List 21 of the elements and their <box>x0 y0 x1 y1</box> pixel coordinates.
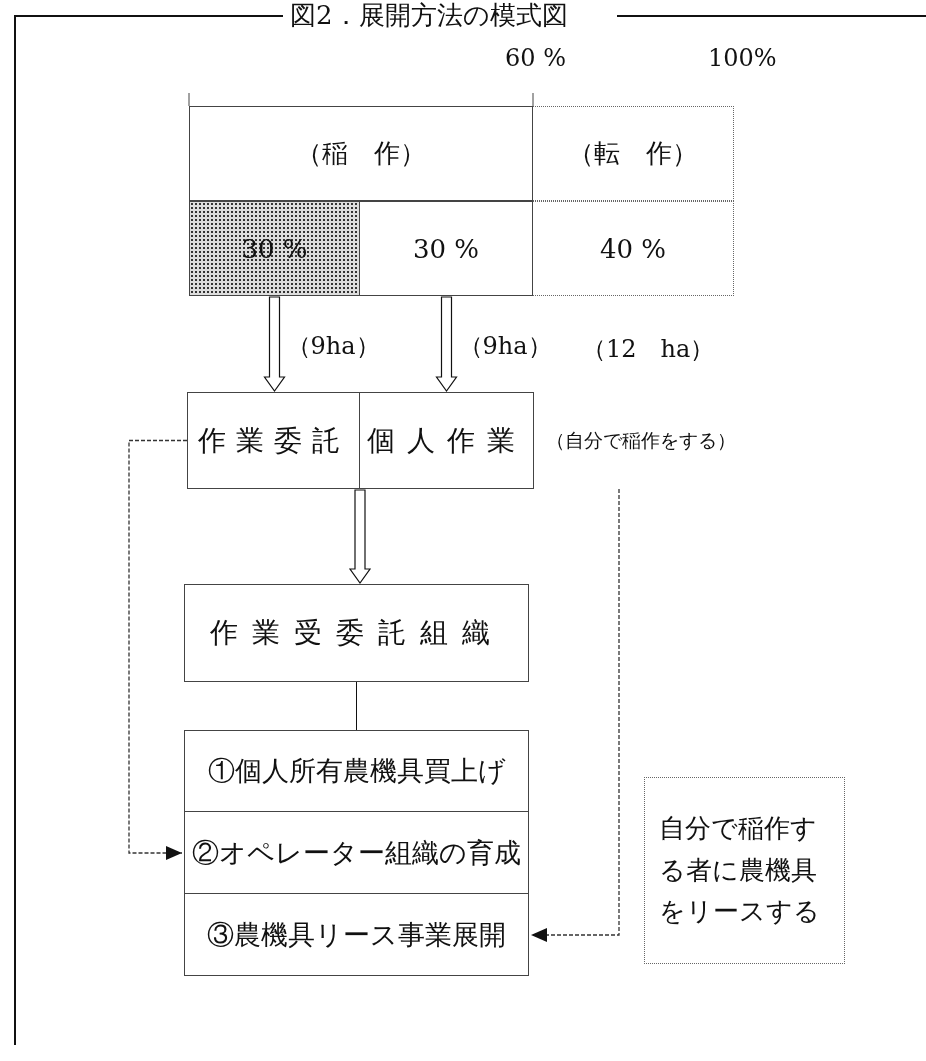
area-label: （12 ha） <box>582 334 715 365</box>
axis-label: 100% <box>708 44 777 72</box>
axis-label: 60 % <box>505 44 566 72</box>
table-cell: （稲 作） <box>189 106 533 201</box>
shaded-cell: 30 % <box>189 201 360 296</box>
side-note: （自分で稲作をする） <box>546 428 736 453</box>
process-box: 作業委託 <box>187 392 360 489</box>
process-box: 作業受委託組織 <box>184 584 529 682</box>
arrow <box>435 296 458 393</box>
arrow <box>530 488 620 942</box>
table-cell: 30 % <box>360 201 533 296</box>
list-row: ①個人所有農機具買上げ <box>184 730 529 812</box>
note-box: 自分で稲作する者に農機具をリースする <box>644 777 845 964</box>
arrow <box>128 439 188 860</box>
arrow <box>348 489 372 585</box>
list-row: ③農機具リース事業展開 <box>184 894 529 976</box>
table-cell: （転 作） <box>533 106 734 201</box>
list-row: ②オペレーター組織の育成 <box>184 812 529 894</box>
arrow <box>263 296 286 393</box>
process-box: 個人作業 <box>360 392 534 489</box>
table-cell: 40 % <box>533 201 734 296</box>
